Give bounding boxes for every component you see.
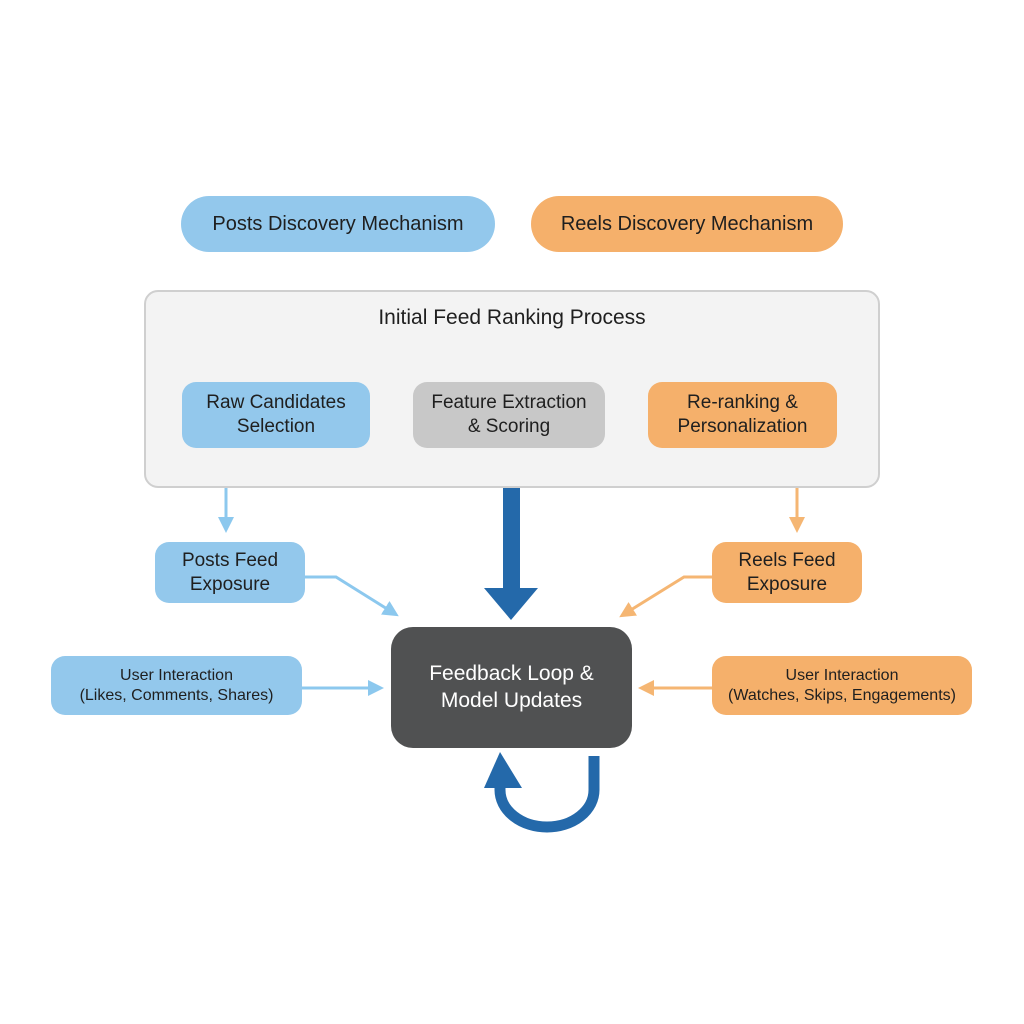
posts-user-interaction: User Interaction (Likes, Comments, Share… xyxy=(51,656,302,715)
reels-interaction-line-2: (Watches, Skips, Engagements) xyxy=(728,686,956,704)
feedback-loop-arrowhead xyxy=(484,752,522,788)
raw-candidates-line-2: Selection xyxy=(236,416,316,437)
posts-interaction-line-1: User Interaction xyxy=(120,666,233,684)
reranking-line-2: Personalization xyxy=(677,416,808,437)
posts-interaction-line-2: (Likes, Comments, Shares) xyxy=(79,686,274,704)
ranking-process-title: Initial Feed Ranking Process xyxy=(378,306,646,329)
reels-interaction-line-1: User Interaction xyxy=(785,666,899,684)
raw-candidates-selection: Raw Candidates Selection xyxy=(182,382,370,448)
posts-discovery-label: Posts Discovery Mechanism xyxy=(212,212,464,235)
feature-extraction-line-2: & Scoring xyxy=(467,416,551,437)
arrow-reels-exposure-to-feedback xyxy=(619,575,714,618)
feedback-loop-model-updates: Feedback Loop & Model Updates xyxy=(391,627,632,748)
posts-discovery-mechanism: Posts Discovery Mechanism xyxy=(181,196,495,252)
arrow-posts-exposure-to-feedback xyxy=(305,575,399,617)
posts-exposure-line-2: Exposure xyxy=(189,573,271,595)
reels-user-interaction: User Interaction (Watches, Skips, Engage… xyxy=(712,656,972,715)
feedback-line-2: Model Updates xyxy=(440,688,583,712)
feedback-loop-arrow xyxy=(494,756,600,833)
reels-feed-exposure: Reels Feed Exposure xyxy=(712,542,862,603)
feature-extraction-line-1: Feature Extraction xyxy=(431,392,587,414)
posts-exposure-line-1: Posts Feed xyxy=(181,549,279,571)
posts-feed-exposure: Posts Feed Exposure xyxy=(155,542,305,603)
feedback-line-1: Feedback Loop & xyxy=(429,662,594,686)
arrow-ranking-to-feedback xyxy=(484,488,538,620)
reels-discovery-mechanism: Reels Discovery Mechanism xyxy=(531,196,843,252)
raw-candidates-line-1: Raw Candidates xyxy=(206,392,346,414)
feature-extraction-scoring: Feature Extraction & Scoring xyxy=(413,382,605,448)
reels-discovery-label: Reels Discovery Mechanism xyxy=(560,212,814,235)
reranking-line-1: Re-ranking & xyxy=(687,392,798,414)
reranking-personalization: Re-ranking & Personalization xyxy=(648,382,837,448)
reels-exposure-line-2: Exposure xyxy=(746,573,828,595)
reels-exposure-line-1: Reels Feed xyxy=(738,549,836,571)
